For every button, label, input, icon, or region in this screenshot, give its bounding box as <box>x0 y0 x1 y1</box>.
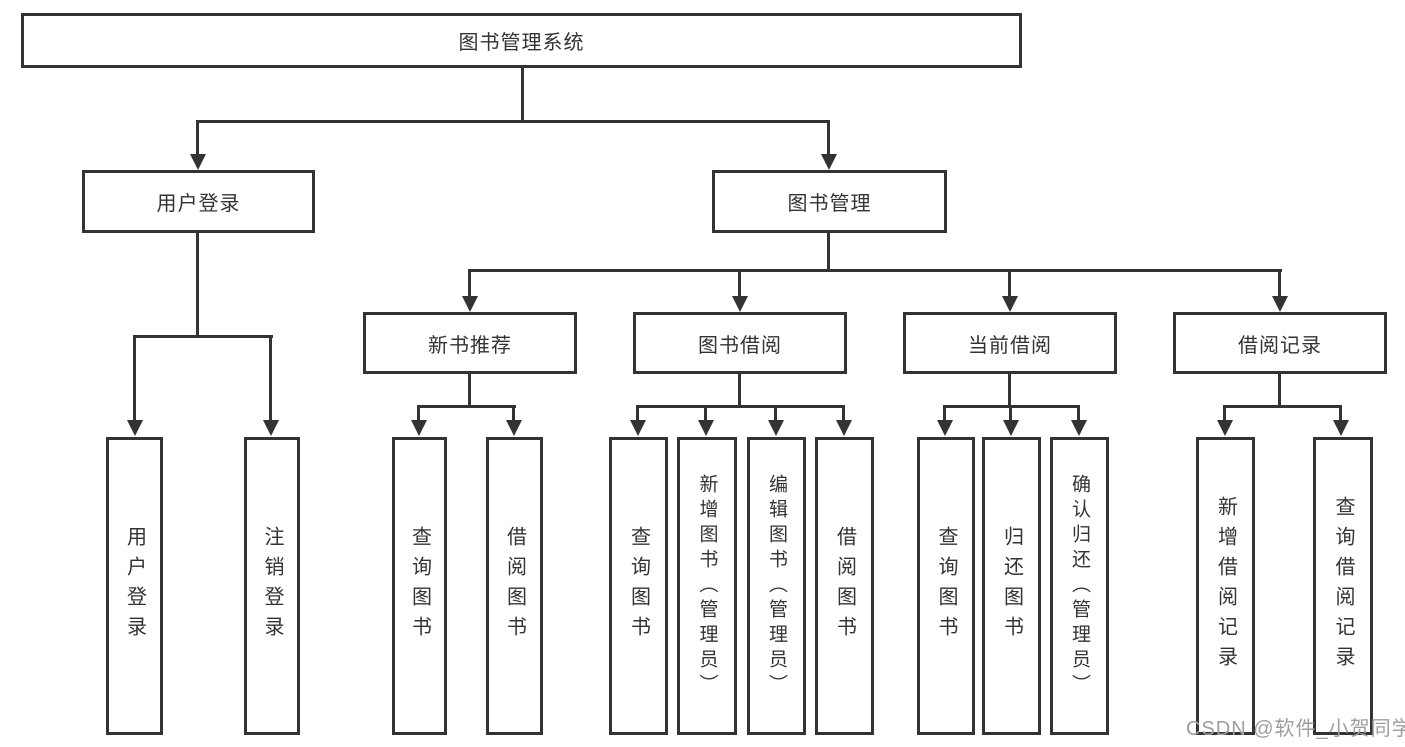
connector-g4-rail <box>1223 405 1342 408</box>
leaf-label: 借阅图书 <box>503 526 526 646</box>
connector-g4-leaf2-stem <box>1339 405 1342 422</box>
node-label: 借阅记录 <box>1238 334 1322 357</box>
node-label: 用户登录 <box>156 193 241 215</box>
connector-user-login-rail <box>133 335 273 338</box>
arrowhead-icon <box>836 420 852 436</box>
connector-g2-rail <box>636 405 845 408</box>
arrowhead-icon <box>768 420 784 436</box>
connector-g3-leaf3-stem <box>1077 405 1080 422</box>
leaf-borrow-books: 借阅图书 <box>486 437 543 735</box>
arrowhead-icon <box>937 420 953 436</box>
connector-stem-records <box>1278 269 1281 298</box>
connector-book-mgmt-stem <box>827 233 830 271</box>
csdn-watermark: CSDN @软件_小贺同学 <box>1186 718 1405 740</box>
connector-g3-leaf1-stem <box>943 405 946 422</box>
leaf-label: 查询借阅记录 <box>1332 496 1354 676</box>
arrowhead-icon <box>506 420 522 436</box>
arrowhead-icon <box>190 154 206 170</box>
leaf-label: 借阅图书 <box>833 526 856 646</box>
connector-g1-leaf1-stem <box>417 405 420 422</box>
connector-stem-user-login <box>196 120 199 158</box>
connector-g2-stem <box>738 374 741 407</box>
arrowhead-icon <box>1217 420 1233 436</box>
leaf-label: 归还图书 <box>1000 526 1023 646</box>
connector-book-mgmt-rail <box>468 269 1282 272</box>
leaf-add-books-admin: 新增图书（管理员） <box>677 437 737 735</box>
leaf-user-login: 用户登录 <box>106 437 163 735</box>
node-book-borrowing: 图书借阅 <box>633 312 847 374</box>
connector-user-login-stem <box>196 233 199 337</box>
leaf-query-books: 查询图书 <box>917 437 975 735</box>
arrowhead-icon <box>462 296 478 312</box>
leaf-query-books: 查询图书 <box>392 437 447 735</box>
connector-stem-book-mgmt <box>827 120 830 158</box>
node-label: 图书借阅 <box>698 334 782 357</box>
node-label: 图书管理 <box>787 193 872 215</box>
connector-stem-new-book <box>468 269 471 298</box>
node-current-borrowing: 当前借阅 <box>903 312 1117 374</box>
leaf-confirm-return-admin: 确认归还（管理员） <box>1050 437 1109 735</box>
connector-g2-leaf4-stem <box>842 405 845 422</box>
arrowhead-icon <box>630 420 646 436</box>
arrowhead-icon <box>263 420 279 436</box>
node-new-book-recommend: 新书推荐 <box>363 312 577 374</box>
leaf-borrow-books: 借阅图书 <box>815 437 874 735</box>
connector-stem-logout-leaf <box>269 335 272 422</box>
arrowhead-icon <box>1272 296 1288 312</box>
arrowhead-icon <box>1071 420 1087 436</box>
node-book-management-branch: 图书管理 <box>712 170 947 233</box>
connector-g2-leaf3-stem <box>774 405 777 422</box>
connector-g4-stem <box>1278 374 1281 407</box>
arrowhead-icon <box>698 420 714 436</box>
arrowhead-icon <box>821 154 837 170</box>
leaf-label: 用户登录 <box>123 526 146 646</box>
connector-stem-current <box>1008 269 1011 298</box>
connector-g1-stem <box>468 374 471 407</box>
node-user-login-branch: 用户登录 <box>82 170 315 233</box>
connector-g3-stem <box>1008 374 1011 407</box>
leaf-return-books: 归还图书 <box>982 437 1041 735</box>
connector-stem-borrowing <box>738 269 741 298</box>
leaf-label: 查询图书 <box>935 526 957 646</box>
arrowhead-icon <box>127 420 143 436</box>
leaf-label: 查询图书 <box>408 526 431 646</box>
leaf-query-borrow-record: 查询借阅记录 <box>1313 437 1373 735</box>
connector-root-rail <box>196 120 830 123</box>
node-label: 图书管理系统 <box>458 32 585 54</box>
leaf-edit-books-admin: 编辑图书（管理员） <box>747 437 806 735</box>
node-borrowing-records: 借阅记录 <box>1173 312 1387 374</box>
arrowhead-icon <box>411 420 427 436</box>
arrowhead-icon <box>1333 420 1349 436</box>
connector-g3-leaf2-stem <box>1009 405 1012 422</box>
leaf-label: 编辑图书（管理员） <box>766 473 787 699</box>
arrowhead-icon <box>1002 296 1018 312</box>
leaf-logout: 注销登录 <box>244 437 300 735</box>
leaf-label: 注销登录 <box>261 526 283 646</box>
arrowhead-icon <box>732 296 748 312</box>
leaf-label: 确认归还（管理员） <box>1069 473 1090 699</box>
node-library-management-system: 图书管理系统 <box>21 13 1022 68</box>
connector-g1-rail <box>417 405 516 408</box>
leaf-label: 查询图书 <box>627 526 650 646</box>
connector-root-stem <box>521 68 524 122</box>
node-label: 新书推荐 <box>428 334 512 357</box>
arrowhead-icon <box>1003 420 1019 436</box>
connector-g4-leaf1-stem <box>1223 405 1226 422</box>
connector-g2-leaf1-stem <box>636 405 639 422</box>
connector-g1-leaf2-stem <box>512 405 515 422</box>
leaf-label: 新增图书（管理员） <box>696 473 718 699</box>
connector-g2-leaf2-stem <box>704 405 707 422</box>
leaf-label: 新增借阅记录 <box>1214 496 1237 676</box>
node-label: 当前借阅 <box>968 334 1052 357</box>
connector-stem-login-leaf <box>133 335 136 422</box>
leaf-add-borrow-record: 新增借阅记录 <box>1196 437 1255 735</box>
leaf-query-books: 查询图书 <box>609 437 668 735</box>
